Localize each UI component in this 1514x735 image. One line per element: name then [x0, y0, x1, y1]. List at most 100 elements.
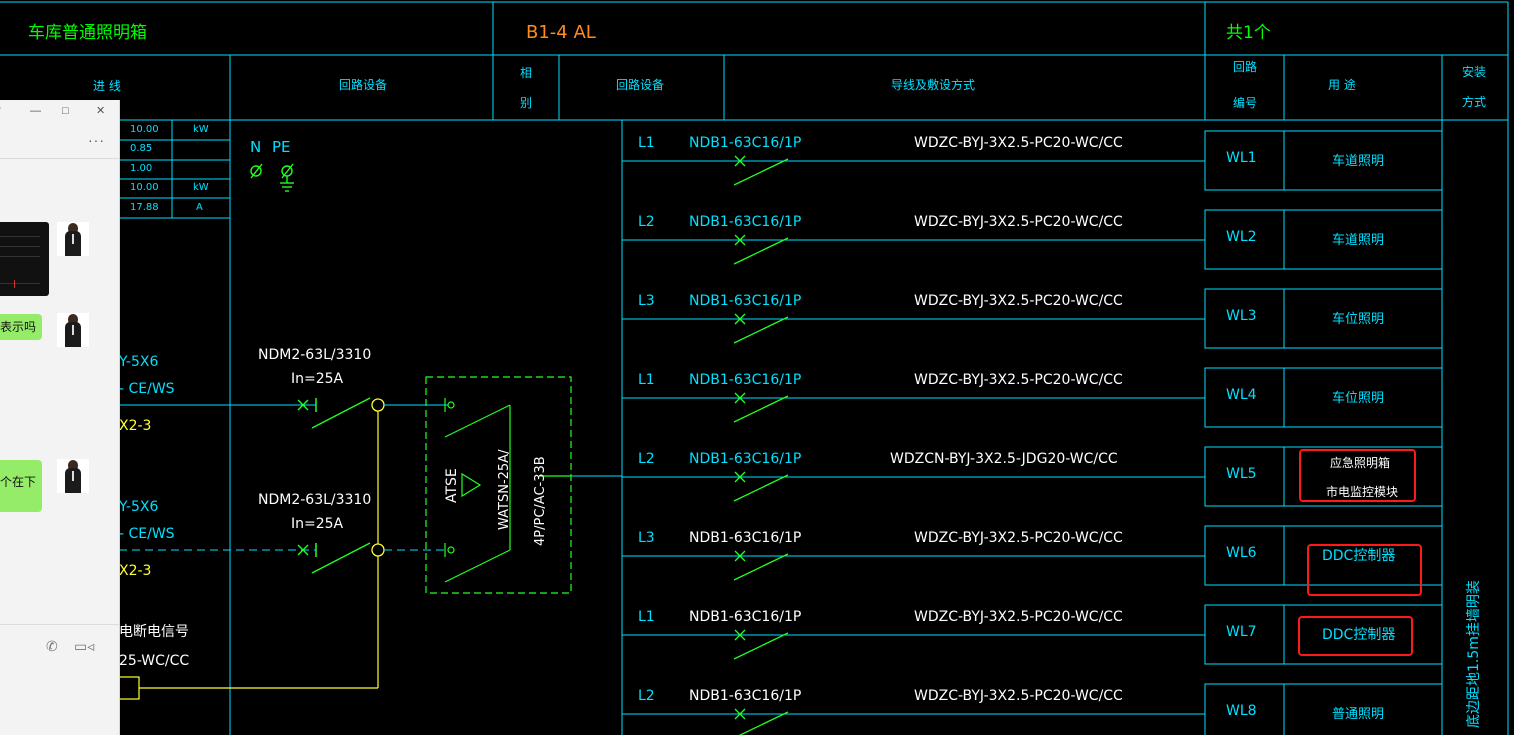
- maximize-icon[interactable]: □: [62, 105, 69, 117]
- breaker-contact: [733, 632, 789, 660]
- incoming-feed-2: Y-5X6 - CE/WS X2-3 NDM2-63L/3310 In=25A: [118, 492, 448, 579]
- phase-label: L1: [638, 135, 655, 151]
- divider: [0, 624, 119, 625]
- breaker-model: NDB1-63C16/1P: [689, 688, 801, 704]
- param-value: 10.00: [130, 124, 159, 135]
- avatar[interactable]: [57, 313, 89, 347]
- feed-rating: In=25A: [291, 371, 344, 387]
- breaker-contact: [733, 237, 789, 265]
- circuit-usage: 车位照明: [1332, 390, 1384, 406]
- chat-window[interactable]: ᐩ — □ ✕ ··· 表示吗 个在下 ✆ ▭◃: [0, 100, 120, 735]
- phase-label: L2: [638, 688, 655, 704]
- breaker-model: NDB1-63C16/1P: [689, 293, 801, 309]
- circuit-box: [1204, 604, 1443, 665]
- circuit-row: L2 NDB1-63C16/1P WDZC-BYJ-3X2.5-PC20-WC/CC…: [622, 683, 1443, 735]
- circuit-row: L1 NDB1-63C16/1P WDZC-BYJ-3X2.5-PC20-WC/CC…: [622, 367, 1443, 428]
- transfer-arrow-icon: [461, 472, 482, 498]
- phase-label: L3: [638, 530, 655, 546]
- cable-spec: WDZC-BYJ-3X2.5-PC20-WC/CC: [914, 372, 1123, 388]
- feed-cable: Y-5X6: [118, 354, 158, 370]
- cable-spec: WDZC-BYJ-3X2.5-PC20-WC/CC: [914, 688, 1123, 704]
- circuit-box: [1204, 209, 1443, 270]
- circuit-usage: 应急照明箱: [1330, 455, 1390, 470]
- image-message[interactable]: [0, 222, 49, 296]
- highlight-box: [1299, 449, 1416, 502]
- breaker-cross-icon: [734, 629, 746, 641]
- video-icon[interactable]: ▭◃: [74, 638, 95, 654]
- bus-symbols: N PE: [250, 138, 294, 192]
- circuit-id: WL5: [1226, 466, 1257, 482]
- install-header-top: 安装: [1462, 64, 1486, 79]
- highlight-box: [1307, 544, 1422, 596]
- breaker-contact: [733, 474, 789, 502]
- pin-icon[interactable]: ᐩ: [0, 104, 1, 118]
- param-value: 10.00: [130, 182, 159, 193]
- divider: [0, 158, 119, 159]
- feed-cable: X2-3: [119, 563, 151, 579]
- n-label: N: [250, 138, 261, 156]
- circuit-box: [1204, 367, 1443, 428]
- chat-bubble[interactable]: 个在下: [0, 460, 43, 512]
- chat-bubble[interactable]: 表示吗: [0, 314, 43, 340]
- minimize-icon[interactable]: —: [30, 105, 41, 117]
- breaker-cross-icon: [297, 399, 309, 411]
- param-unit: kW: [193, 182, 209, 193]
- circuit-usage: 车位照明: [1332, 311, 1384, 327]
- breaker-model: NDB1-63C16/1P: [689, 135, 801, 151]
- phase-label: L2: [638, 214, 655, 230]
- circuit-box: [1204, 446, 1443, 507]
- breaker-model: NDB1-63C16/1P: [689, 372, 801, 388]
- avatar[interactable]: [57, 222, 89, 256]
- incoming-header: 进 线: [93, 79, 121, 93]
- breaker-contact: [733, 316, 789, 344]
- circuit-row: L1 NDB1-63C16/1P WDZC-BYJ-3X2.5-PC20-WC/CC…: [622, 130, 1443, 191]
- feed-breaker: NDM2-63L/3310: [258, 492, 371, 508]
- circuit-device-left-header: 回路设备: [339, 77, 387, 92]
- close-icon[interactable]: ✕: [96, 105, 106, 117]
- feed-cable: - CE/WS: [119, 526, 175, 542]
- avatar[interactable]: [57, 459, 89, 493]
- feed-cable: Y-5X6: [118, 499, 158, 515]
- breaker-cross-icon: [734, 392, 746, 404]
- feed-cable: - CE/WS: [119, 381, 175, 397]
- cable-spec: WDZC-BYJ-3X2.5-PC20-WC/CC: [914, 135, 1123, 151]
- phase-label: L1: [638, 609, 655, 625]
- install-note: 底边距地1.5m挂墙明装: [1466, 580, 1482, 728]
- circuit-usage: DDC控制器: [1322, 627, 1395, 643]
- more-options-icon[interactable]: ···: [88, 132, 105, 148]
- phase-header-bottom: 别: [520, 96, 532, 110]
- phone-icon[interactable]: ✆: [46, 638, 58, 654]
- param-value: 1.00: [130, 163, 152, 174]
- breaker-contact: [733, 553, 789, 581]
- usage-header: 用 途: [1328, 77, 1356, 92]
- node-circle-icon: [371, 543, 385, 557]
- highlight-box: [1298, 616, 1413, 656]
- phase-header-top: 相: [520, 66, 532, 80]
- breaker-cross-icon: [734, 313, 746, 325]
- ground-icon: [250, 163, 294, 192]
- atse-switch: ATSE WATSN-25A/ 4P/PC/AC-33B: [425, 376, 572, 594]
- atse-model: WATSN-25A/: [497, 449, 512, 530]
- circuit-usage: 普通照明: [1332, 707, 1384, 722]
- cable-spec: WDZC-BYJ-3X2.5-PC20-WC/CC: [914, 530, 1123, 546]
- box-title: 车库普通照明箱: [28, 23, 147, 43]
- feed-cable: X2-3: [119, 418, 151, 434]
- phase-label: L3: [638, 293, 655, 309]
- node-circle-icon: [371, 398, 385, 412]
- pe-label: PE: [272, 138, 291, 156]
- circuit-id: WL8: [1226, 703, 1257, 719]
- circuit-usage: 车道照明: [1332, 153, 1384, 169]
- breaker-contact: [738, 711, 789, 735]
- fire-signal-label: 电断电信号: [119, 624, 189, 640]
- phase-label: L2: [638, 451, 655, 467]
- cable-spec: WDZC-BYJ-3X2.5-PC20-WC/CC: [914, 609, 1123, 625]
- phase-label: L1: [638, 372, 655, 388]
- atse-label: ATSE: [444, 468, 460, 503]
- circuit-box: [1204, 525, 1443, 586]
- param-unit: A: [196, 202, 203, 213]
